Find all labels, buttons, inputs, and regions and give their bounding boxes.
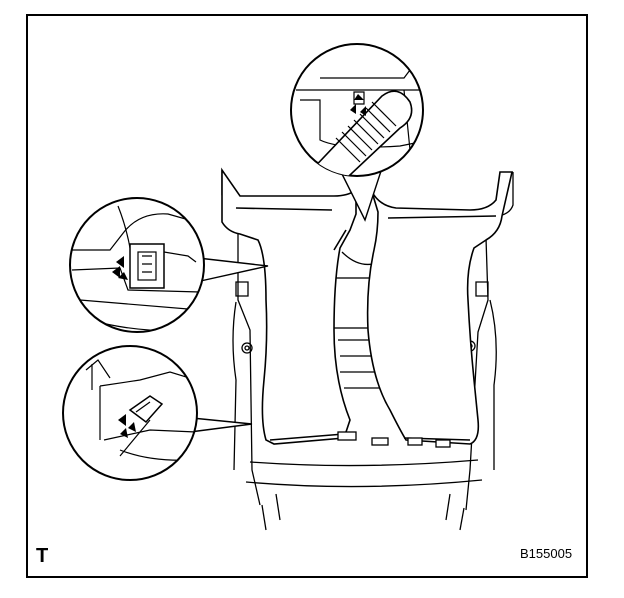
left-upper-detail-callout [69, 197, 205, 333]
right-duct [366, 171, 514, 445]
left-lower-detail-callout [62, 345, 198, 481]
clip-arrows-icon [118, 414, 136, 438]
duct-clips [337, 431, 451, 448]
callout-pointers [189, 164, 384, 433]
top-detail-callout [290, 43, 424, 177]
corner-letter: T [36, 545, 49, 567]
figure-id: B155005 [520, 546, 573, 561]
clip-arrows-icon [112, 256, 128, 280]
clip-arrows-icon [350, 94, 366, 116]
left-duct [221, 167, 357, 445]
